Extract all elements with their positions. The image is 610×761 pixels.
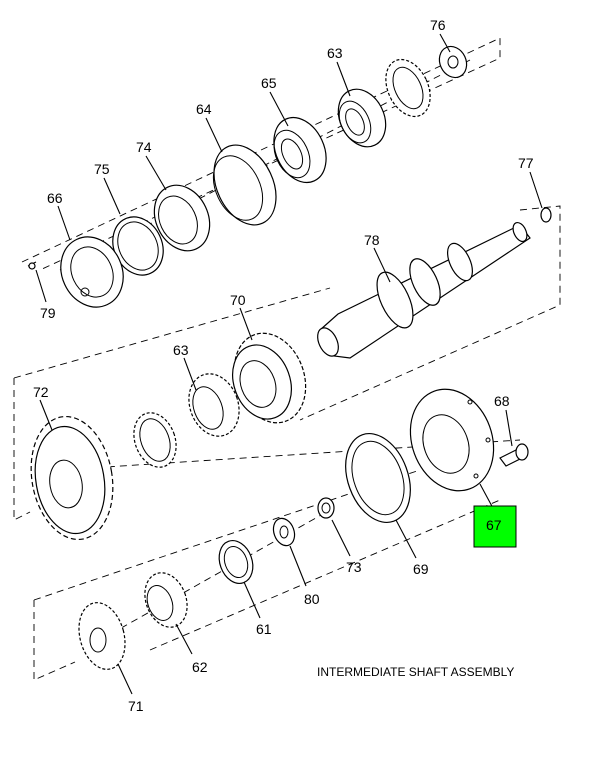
leader-lines <box>35 33 543 695</box>
part-68-bolt <box>499 443 529 467</box>
callout-70[interactable]: 70 <box>230 292 246 308</box>
callout-66[interactable]: 66 <box>47 190 63 206</box>
part-66-cover <box>60 236 124 308</box>
lower-axis-line <box>99 509 331 641</box>
part-80-washer <box>272 517 296 547</box>
callout-63-middle[interactable]: 63 <box>173 342 189 358</box>
callout-61[interactable]: 61 <box>256 621 272 637</box>
part-62-bearing <box>144 572 188 628</box>
diagram-caption: INTERMEDIATE SHAFT ASSEMBLY <box>317 665 514 679</box>
assembly-frame-middle <box>13 205 561 521</box>
callout-65[interactable]: 65 <box>261 75 277 91</box>
part-78-intermediate-shaft <box>317 221 531 359</box>
part-76-washer <box>438 45 468 79</box>
part-70-gear <box>232 332 307 424</box>
callout-73[interactable]: 73 <box>346 559 362 575</box>
part-79-pin <box>27 261 37 270</box>
callout-72[interactable]: 72 <box>33 384 49 400</box>
callout-76[interactable]: 76 <box>430 17 446 33</box>
part-77-key <box>540 207 552 223</box>
callout-75[interactable]: 75 <box>94 161 110 177</box>
part-71-gear <box>78 602 126 670</box>
part-72-gear <box>30 415 114 541</box>
part-73-nut <box>317 497 335 519</box>
callout-74[interactable]: 74 <box>136 139 152 155</box>
part-74-spacer <box>153 184 211 252</box>
callout-78[interactable]: 78 <box>364 232 380 248</box>
part-64-sleeve <box>212 144 277 226</box>
callout-64[interactable]: 64 <box>196 101 212 117</box>
callout-63-upper[interactable]: 63 <box>327 45 343 61</box>
part-63-bearing-upper <box>337 88 387 148</box>
part-65-bearing <box>273 116 327 184</box>
callout-67-highlight[interactable] <box>473 505 517 548</box>
callout-69[interactable]: 69 <box>413 561 429 577</box>
callout-67[interactable]: 67 <box>486 517 502 533</box>
callout-62[interactable]: 62 <box>192 659 208 675</box>
part-bearing-cup-upper <box>385 58 431 118</box>
callout-68[interactable]: 68 <box>494 393 510 409</box>
part-67-cover-plate <box>409 388 495 492</box>
part-63-bearing-middle <box>188 373 240 437</box>
callout-79[interactable]: 79 <box>40 305 56 321</box>
assembly-frame-upper <box>21 37 501 271</box>
part-bearing-cup-middle <box>133 412 177 468</box>
callout-77[interactable]: 77 <box>518 155 534 171</box>
part-61-bearing-cup <box>218 540 254 584</box>
callout-80[interactable]: 80 <box>304 591 320 607</box>
part-69-gasket <box>345 432 411 524</box>
callout-71[interactable]: 71 <box>128 698 144 714</box>
